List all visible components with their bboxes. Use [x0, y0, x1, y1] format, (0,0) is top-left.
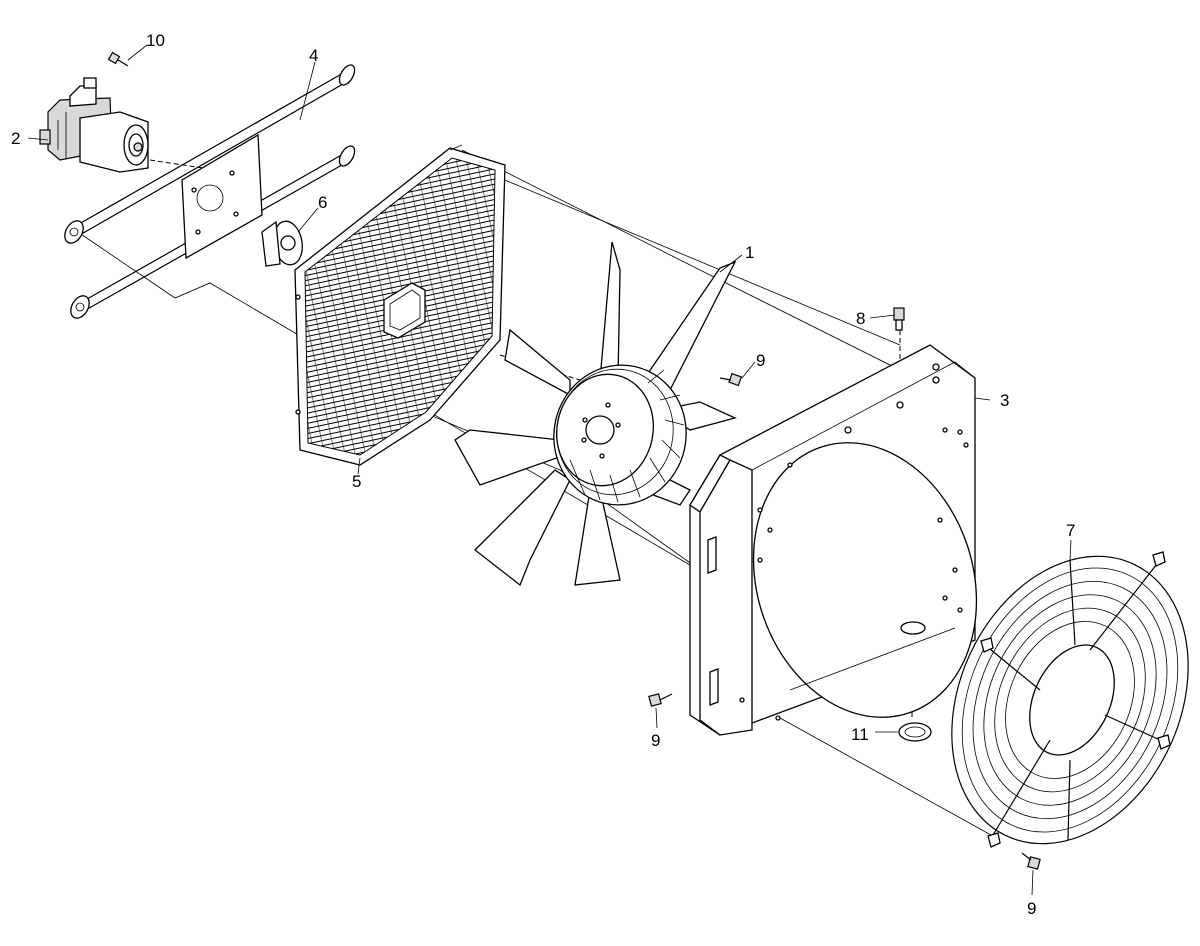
bolt-9-lower-right	[1021, 852, 1041, 870]
callout-1: 1	[745, 243, 754, 262]
callout-4: 4	[309, 46, 318, 65]
callout-9-lower-right: 9	[1027, 899, 1036, 918]
callout-3: 3	[1000, 391, 1009, 410]
fan-guard	[951, 551, 1189, 848]
bolt-10	[107, 51, 129, 67]
bolt-9-upper	[719, 372, 743, 387]
tie-rods	[64, 64, 356, 319]
hub-flange	[261, 220, 303, 267]
callout-5: 5	[352, 472, 361, 491]
callout-8: 8	[856, 309, 865, 328]
radiator-grille	[294, 144, 506, 466]
leader-lines	[27, 44, 1072, 896]
callout-11: 11	[851, 725, 869, 744]
fan	[454, 241, 737, 587]
callout-labels: 1 2 3 4 5 6 7 8 9 9 9 10 11	[11, 31, 1075, 918]
bolt-8	[893, 307, 905, 409]
hydraulic-motor	[39, 77, 149, 173]
callout-6: 6	[318, 193, 327, 212]
grommet	[898, 722, 932, 742]
callout-9-upper: 9	[756, 351, 765, 370]
callout-7: 7	[1066, 521, 1075, 540]
fan-shroud-frame	[689, 344, 978, 736]
mounting-plate	[181, 133, 263, 260]
bolt-9-lower-left	[648, 693, 673, 707]
callout-10: 10	[146, 31, 165, 50]
callout-2: 2	[11, 129, 20, 148]
callout-9-lower-left: 9	[651, 731, 660, 750]
